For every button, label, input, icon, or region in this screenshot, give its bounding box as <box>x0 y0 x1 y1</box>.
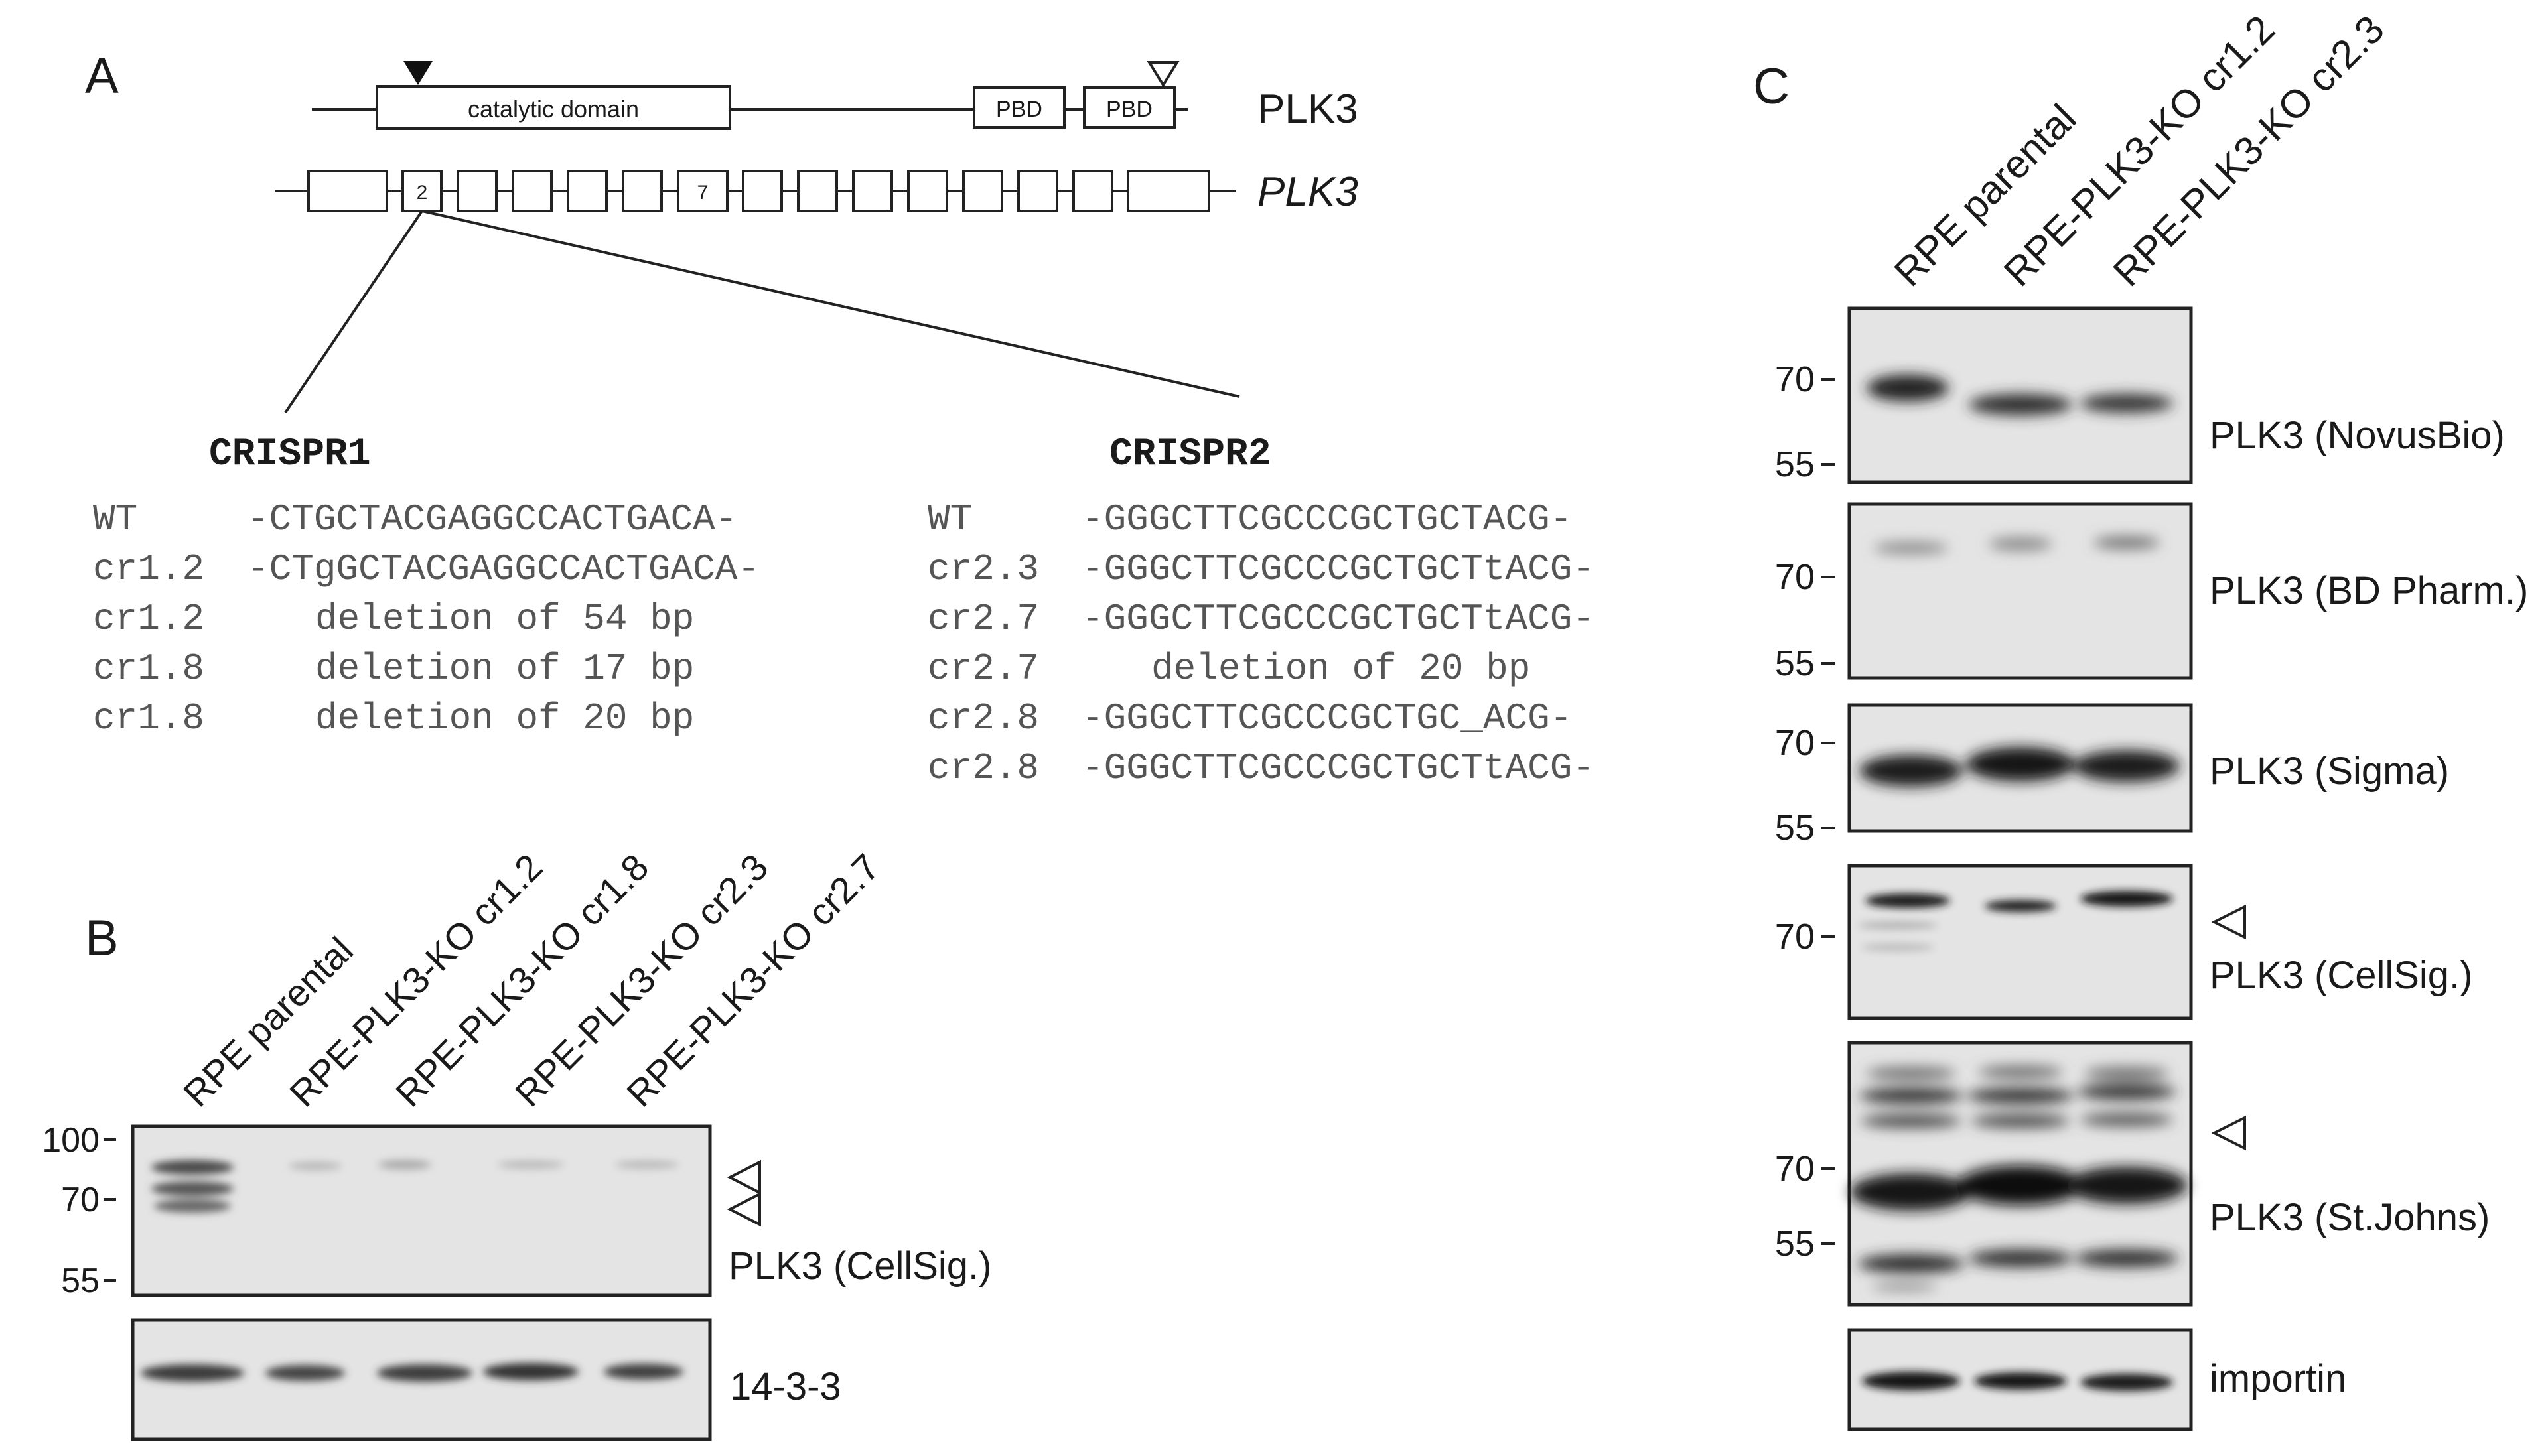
crispr1-seq-4: deletion of 20 bp <box>315 697 694 740</box>
crispr1-seq-0: -CTGCTACGAGGCCACTGACA- <box>247 498 737 541</box>
panel-c-label: C <box>1753 58 1790 115</box>
c5-marker-55: 55 <box>1775 1224 1815 1264</box>
crispr1-seq-2: deletion of 54 bp <box>315 598 694 640</box>
c1-marker-70: 70 <box>1775 360 1815 399</box>
panel-b-lane-labels: RPE parental RPE-PLK3-KO cr1.2 RPE-PLK3-… <box>175 846 887 1114</box>
b-blot1-label: PLK3 (CellSig.) <box>729 1244 991 1288</box>
arrowhead-icon <box>727 1191 761 1227</box>
c5-marker-70: 70 <box>1775 1149 1815 1189</box>
crispr2-name-4: cr2.8 <box>928 697 1039 740</box>
arrowhead-icon <box>2211 904 2246 940</box>
arrowhead-icon <box>2211 1115 2246 1151</box>
c-blot-sigma: 70 55 PLK3 (Sigma) <box>1775 703 2449 848</box>
crispr1-name-4: cr1.8 <box>93 697 204 740</box>
pbd-label-2: PBD <box>1106 97 1153 122</box>
c3-marker-55: 55 <box>1775 808 1815 848</box>
b-marker-100: 100 <box>42 1121 100 1159</box>
crispr2-seq-5: -GGGCTTCGCCCGCTGCTtACG- <box>1082 747 1594 789</box>
crispr1-name-2: cr1.2 <box>93 598 204 640</box>
crispr2-name-0: WT <box>928 498 972 541</box>
protein-name: PLK3 <box>1257 86 1358 132</box>
pbd-box-1 <box>973 86 1066 129</box>
b-marker-55: 55 <box>61 1262 100 1300</box>
crispr1-seq-3: deletion of 17 bp <box>315 647 694 690</box>
panel-b-label: B <box>85 910 119 966</box>
c1-marker-55: 55 <box>1775 444 1815 484</box>
crispr2-block: CRISPR2 WT -GGGCTTCGCCCGCTGCTACG- cr2.3 … <box>928 433 1594 789</box>
c-blot-importin: importin <box>1847 1328 2346 1431</box>
catalytic-domain-label: catalytic domain <box>468 96 639 123</box>
c-blot2-label: PLK3 (BD Pharm.) <box>2210 569 2528 612</box>
c2-marker-70: 70 <box>1775 557 1815 597</box>
c2-marker-55: 55 <box>1775 643 1815 683</box>
pbd-box-2 <box>1083 86 1176 129</box>
panel-c-lane-labels: RPE parental RPE-PLK3-KO cr1.2 RPE-PLK3-… <box>1886 7 2393 295</box>
crispr2-name-5: cr2.8 <box>928 747 1039 789</box>
catalytic-domain-box <box>376 85 731 130</box>
gene-schematic: 2 7 PLK3 <box>275 169 1358 414</box>
crispr1-block: CRISPR1 WT -CTGCTACGAGGCCACTGACA- cr1.2 … <box>93 433 760 740</box>
crispr2-seq-2: -GGGCTTCGCCCGCTGCTtACG- <box>1082 598 1594 640</box>
c-blot-bdpharm: 70 55 PLK3 (BD Pharm.) <box>1775 502 2528 683</box>
crispr2-name-1: cr2.3 <box>928 548 1039 590</box>
filled-triangle-marker <box>403 61 433 85</box>
crispr1-seq-1: -CTgGCTACGAGGCCACTGACA- <box>247 548 760 590</box>
c-blot-cellsig: 70 PLK3 (CellSig.) <box>1775 864 2472 1020</box>
arrowhead-icon <box>727 1159 761 1195</box>
panel-b-blot-plk3: 100 70 55 PLK3 (CellSig.) <box>42 1121 991 1300</box>
c-blot3-label: PLK3 (Sigma) <box>2210 750 2449 793</box>
crispr2-seq-4: -GGGCTTCGCCCGCTGC_ACG- <box>1082 697 1572 740</box>
open-triangle-marker <box>1147 61 1180 88</box>
crispr2-title: CRISPR2 <box>1109 433 1271 476</box>
gene-name: PLK3 <box>1257 169 1358 215</box>
exon-2-box <box>401 170 443 212</box>
crispr1-name-1: cr1.2 <box>93 548 204 590</box>
c-blot1-label: PLK3 (NovusBio) <box>2210 414 2505 457</box>
crispr2-seq-0: -GGGCTTCGCCCGCTGCTACG- <box>1082 498 1572 541</box>
b-blot2-label: 14-3-3 <box>730 1365 841 1408</box>
crispr2-seq-3: deletion of 20 bp <box>1151 647 1530 690</box>
c-blot4-label: PLK3 (CellSig.) <box>2210 954 2472 997</box>
crispr2-name-2: cr2.7 <box>928 598 1039 640</box>
crispr1-title: CRISPR1 <box>209 433 371 476</box>
c-blot5-label: PLK3 (St.Johns) <box>2210 1196 2490 1239</box>
crispr1-name-0: WT <box>93 498 137 541</box>
panel-b-blot-14-3-3: 14-3-3 <box>131 1318 841 1441</box>
c4-marker-70: 70 <box>1775 917 1815 957</box>
exon-7-label: 7 <box>697 182 709 204</box>
pbd-label-1: PBD <box>996 97 1042 122</box>
c-blot-stjohns: 70 55 PLK3 (St.Johns) <box>1775 1041 2490 1307</box>
protein-schematic: catalytic domain PBD PBD PLK3 <box>312 61 1358 132</box>
panel-a-label: A <box>85 48 119 104</box>
c3-marker-70: 70 <box>1775 723 1815 763</box>
crispr1-name-3: cr1.8 <box>93 647 204 690</box>
exon-7-box <box>677 170 729 212</box>
crispr2-seq-1: -GGGCTTCGCCCGCTGCTtACG- <box>1082 548 1594 590</box>
crispr2-name-3: cr2.7 <box>928 647 1039 690</box>
exon-2-label: 2 <box>417 182 428 204</box>
b-marker-70: 70 <box>61 1181 100 1219</box>
c-blot6-label: importin <box>2210 1357 2346 1400</box>
c-blot-novusbio: 70 55 PLK3 (NovusBio) <box>1775 306 2505 484</box>
